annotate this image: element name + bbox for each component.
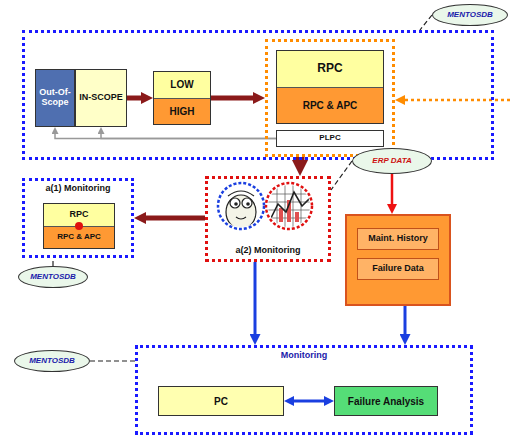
cloud-label: MENTOSDB bbox=[29, 357, 75, 366]
scope-box: Out-Of-Scope bbox=[35, 69, 75, 127]
scope-region: Out-Of-Scope IN-SCOPE LOWHIGH RPCRPC & APC P… bbox=[22, 30, 494, 160]
flow-arrow bbox=[101, 134, 276, 139]
region-title: Monitoring bbox=[138, 351, 470, 361]
box-label: Out-Of-Scope bbox=[37, 88, 73, 108]
band-label: HIGH bbox=[154, 98, 210, 125]
monitoring-face-icon bbox=[218, 183, 264, 229]
flow-arrow bbox=[391, 174, 394, 204]
dashed-link bbox=[52, 258, 53, 266]
flow-arrow bbox=[294, 400, 324, 403]
plpc-box: PLPC bbox=[276, 130, 384, 147]
strategy-box: RPCRPC & APC bbox=[276, 50, 384, 124]
box-label: Failure Analysis bbox=[336, 396, 436, 407]
box-label: PC bbox=[160, 396, 282, 407]
cloud-label: MENTOSDB bbox=[447, 11, 493, 20]
database-cloud: MENTOSDB bbox=[18, 266, 88, 288]
dashed-link bbox=[420, 15, 432, 30]
scope-box: IN-SCOPE bbox=[75, 69, 127, 127]
database-cloud: MENTOSDB bbox=[14, 350, 90, 372]
database-cloud: MENTOSDB bbox=[432, 4, 508, 26]
flow-arrow bbox=[404, 306, 407, 334]
process-box: Failure Analysis bbox=[334, 386, 438, 416]
flow-arrow bbox=[211, 96, 253, 101]
plan-region: RPCRPC & APC PLPC bbox=[265, 39, 395, 157]
process-box: PC bbox=[158, 386, 284, 416]
box-label: PLPC bbox=[278, 134, 382, 143]
monitoring-region: a(1) MonitoringRPCRPC & APC bbox=[22, 178, 134, 258]
dashed-link bbox=[331, 161, 352, 190]
monitoring-region: MonitoringPC Failure Analysis bbox=[135, 345, 473, 435]
cloud-label: ERP DATA bbox=[372, 157, 411, 166]
band-label: LOW bbox=[154, 72, 210, 98]
data-band: Failure Data bbox=[357, 258, 439, 280]
dashed-link bbox=[90, 360, 135, 361]
band-label: RPC & APC bbox=[277, 87, 383, 124]
status-dot bbox=[75, 222, 83, 230]
monitoring-chart-icon bbox=[266, 183, 312, 229]
flow-arrow bbox=[55, 134, 276, 139]
database-cloud: ERP DATA bbox=[352, 148, 432, 174]
priority-box: LOWHIGH bbox=[153, 71, 211, 125]
region-title: a(1) Monitoring bbox=[25, 184, 131, 194]
cloud-label: MENTOSDB bbox=[30, 273, 76, 282]
region-title: a(2) Monitoring bbox=[208, 246, 328, 256]
monitoring-region: a(2) Monitoring bbox=[205, 176, 331, 262]
band-label: RPC bbox=[277, 51, 383, 87]
strategy-box: RPCRPC & APC bbox=[43, 203, 115, 249]
flow-arrow bbox=[127, 96, 141, 101]
data-band: Maint. History bbox=[357, 228, 439, 250]
flow-arrow bbox=[146, 216, 205, 221]
erp-data-box: Maint. HistoryFailure Data bbox=[345, 214, 451, 306]
flow-arrow bbox=[254, 262, 257, 334]
box-label: IN-SCOPE bbox=[77, 93, 125, 103]
